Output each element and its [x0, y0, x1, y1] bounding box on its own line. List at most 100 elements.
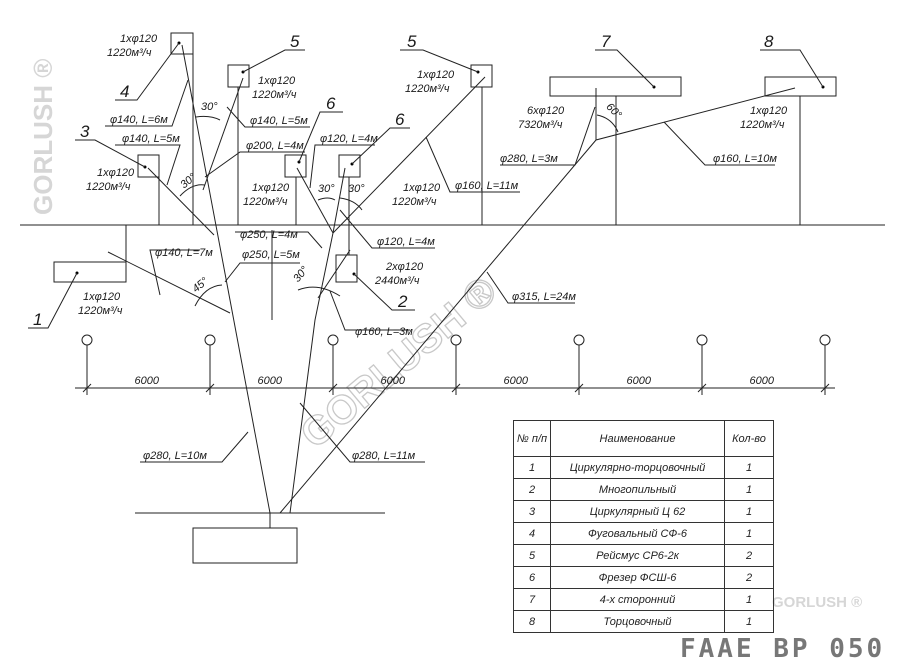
- span-dimension: 6000: [504, 375, 529, 387]
- number-6b: 6: [395, 110, 405, 129]
- angle-2: 30°: [178, 171, 199, 191]
- cell-qty: 1: [724, 588, 774, 611]
- machine-3: [137, 154, 160, 225]
- flow-5a-b: 1220м³/ч: [252, 89, 297, 101]
- header-number: № п/п: [513, 420, 551, 457]
- span-dimension: 6000: [381, 375, 406, 387]
- cell-name: Рейсмус СР6-2к: [550, 544, 725, 567]
- flow-4-a: 1xφ120: [120, 33, 158, 45]
- number-7: 7: [601, 32, 611, 51]
- cell-number: 2: [513, 478, 551, 501]
- angle-5: 45°: [190, 275, 211, 295]
- cell-number: 4: [513, 522, 551, 545]
- flow-5b-b: 1220м³/ч: [405, 83, 450, 95]
- flow-5b-a: 1xφ120: [417, 69, 455, 81]
- flow-1-a: 1xφ120: [83, 291, 121, 303]
- angle-6: 30°: [291, 264, 311, 285]
- cell-number: 3: [513, 500, 551, 523]
- cell-qty: 1: [724, 478, 774, 501]
- number-3: 3: [80, 122, 90, 141]
- cell-number: 7: [513, 588, 551, 611]
- duct-280-3: φ280, L=3м: [500, 153, 558, 165]
- flow-8-b: 1220м³/ч: [740, 119, 785, 131]
- flow-2-b: 2440м³/ч: [374, 275, 420, 287]
- machine-7: [549, 76, 682, 225]
- angle-4: 30°: [348, 183, 365, 195]
- duct-160-11: φ160, L=11м: [455, 180, 519, 192]
- machine-2: [335, 225, 358, 283]
- cell-name: Фуговальный СФ-6: [550, 522, 725, 545]
- duct-200-4: φ200, L=4м: [246, 140, 304, 152]
- column-axis-marker: [81, 334, 93, 346]
- flow-1-b: 1220м³/ч: [78, 305, 123, 317]
- span-dimension: 6000: [627, 375, 652, 387]
- duct-140-6: φ140, L=6м: [110, 114, 168, 126]
- flow-5a-a: 1xφ120: [258, 75, 296, 87]
- cell-number: 8: [513, 610, 551, 633]
- number-4: 4: [120, 82, 129, 101]
- flow-4-b: 1220м³/ч: [107, 47, 152, 59]
- duct-140-5a: φ140, L=5м: [250, 115, 308, 127]
- duct-140-7: φ140, L=7м: [155, 247, 213, 259]
- column-axis-marker: [327, 334, 339, 346]
- dust-collector: [192, 527, 298, 564]
- header-qty: Кол-во: [724, 420, 774, 457]
- cell-name: Циркулярно-торцовочный: [550, 456, 725, 479]
- cell-qty: 2: [724, 544, 774, 567]
- cell-name: 4-х сторонний: [550, 588, 725, 611]
- column-axis-marker: [819, 334, 831, 346]
- flow-8-a: 1xφ120: [750, 105, 788, 117]
- header-name: Наименование: [550, 420, 725, 457]
- duct-315-24: φ315, L=24м: [512, 291, 576, 303]
- duct-120-4a: φ120, L=4м: [320, 133, 378, 145]
- duct-120-4b: φ120, L=4м: [377, 236, 435, 248]
- watermark-vertical: GORLUSH ®: [28, 59, 58, 215]
- cell-qty: 1: [724, 610, 774, 633]
- duct-250-4: φ250, L=4м: [240, 229, 298, 241]
- duct-280-11: φ280, L=11м: [352, 450, 416, 462]
- number-5a: 5: [290, 32, 300, 51]
- number-8: 8: [764, 32, 774, 51]
- duct-160-3: φ160, L=3м: [355, 326, 413, 338]
- number-2: 2: [397, 292, 408, 311]
- flow-6a-b: 1220м³/ч: [243, 196, 288, 208]
- machine-4: [170, 32, 194, 225]
- column-axis-marker: [696, 334, 708, 346]
- flow-6b-b: 1220м³/ч: [392, 196, 437, 208]
- table-header-row: № п/п Наименование Кол-во: [513, 420, 774, 457]
- column-grid: [81, 334, 831, 395]
- cell-name: Циркулярный Ц 62: [550, 500, 725, 523]
- machine-1: [53, 225, 127, 283]
- machine-5a: [227, 64, 250, 225]
- watermark-corner: GORLUSH ®: [772, 594, 862, 611]
- flow-6a-a: 1xφ120: [252, 182, 290, 194]
- flow-7-a: 6xφ120: [527, 105, 565, 117]
- machine-number-labels: 4 5 3 6 6 5 7 8 1 2: [33, 32, 774, 329]
- flow-3-a: 1xφ120: [97, 167, 135, 179]
- cell-qty: 2: [724, 566, 774, 589]
- number-6a: 6: [326, 94, 336, 113]
- cell-qty: 1: [724, 500, 774, 523]
- number-5b: 5: [407, 32, 417, 51]
- machine-8: [764, 76, 837, 225]
- flow-labels: 1xφ120 1220м³/ч 1xφ120 1220м³/ч 1xφ120 1…: [78, 33, 788, 317]
- duct-250-5: φ250, L=5м: [242, 249, 300, 261]
- span-dimension: 6000: [135, 375, 160, 387]
- number-1: 1: [33, 310, 42, 329]
- cell-name: Торцовочный: [550, 610, 725, 633]
- span-dimension: 6000: [258, 375, 283, 387]
- cell-number: 1: [513, 456, 551, 479]
- flow-2-a: 2xφ120: [385, 261, 424, 273]
- cell-name: Многопильный: [550, 478, 725, 501]
- angle-3: 30°: [318, 183, 335, 195]
- column-axis-marker: [573, 334, 585, 346]
- machine-5b: [470, 64, 493, 225]
